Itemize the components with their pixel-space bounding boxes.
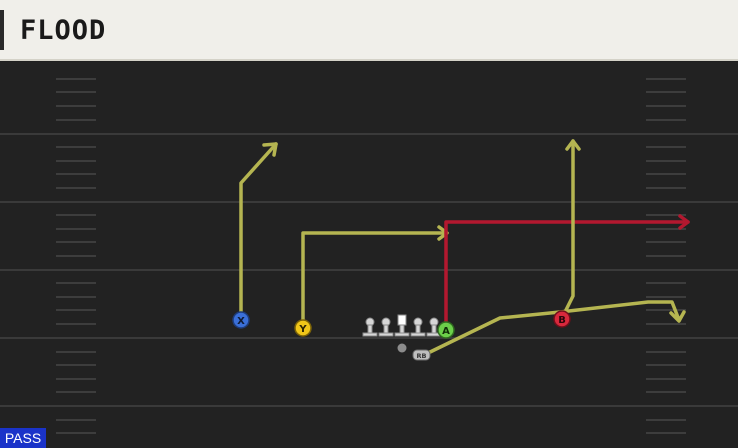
route-rb-flat — [424, 300, 681, 356]
receiver-b[interactable]: B — [553, 310, 571, 328]
receiver-a[interactable]: A — [437, 321, 455, 339]
lineman-icon — [426, 317, 442, 337]
center-icon — [394, 314, 410, 337]
route-b-go — [561, 139, 575, 318]
play-field: RB X Y A B — [0, 62, 738, 448]
lineman-icon — [410, 317, 426, 337]
receiver-x-label: X — [237, 316, 245, 327]
receiver-x[interactable]: X — [232, 311, 250, 329]
yard-lines — [0, 133, 738, 407]
hash-marks — [56, 78, 686, 434]
receiver-y-label: Y — [298, 324, 307, 335]
play-header: FLOOD — [0, 0, 738, 61]
receiver-y[interactable]: Y — [294, 319, 312, 337]
play-title: FLOOD — [20, 15, 107, 46]
route-b-arrowhead — [565, 139, 581, 151]
rb-label: RB — [417, 352, 427, 360]
receiver-a-label: A — [442, 326, 450, 337]
receiver-b-label: B — [558, 315, 566, 326]
lineman-icon — [378, 317, 394, 337]
lineman-icon — [362, 317, 378, 337]
route-a-out — [444, 220, 690, 332]
play-diagram: RB X Y A B — [0, 78, 738, 434]
route-x-arrowhead — [262, 142, 278, 157]
route-x-corner — [239, 142, 278, 322]
quarterback-marker — [397, 343, 407, 353]
header-accent-bar — [0, 10, 4, 50]
rb-marker: RB — [412, 349, 431, 361]
play-type-badge: PASS — [0, 428, 46, 448]
route-rb-arrowhead — [669, 310, 686, 323]
route-y-out — [301, 231, 448, 330]
offensive-line — [362, 314, 442, 337]
route-a-arrowhead — [678, 214, 690, 230]
